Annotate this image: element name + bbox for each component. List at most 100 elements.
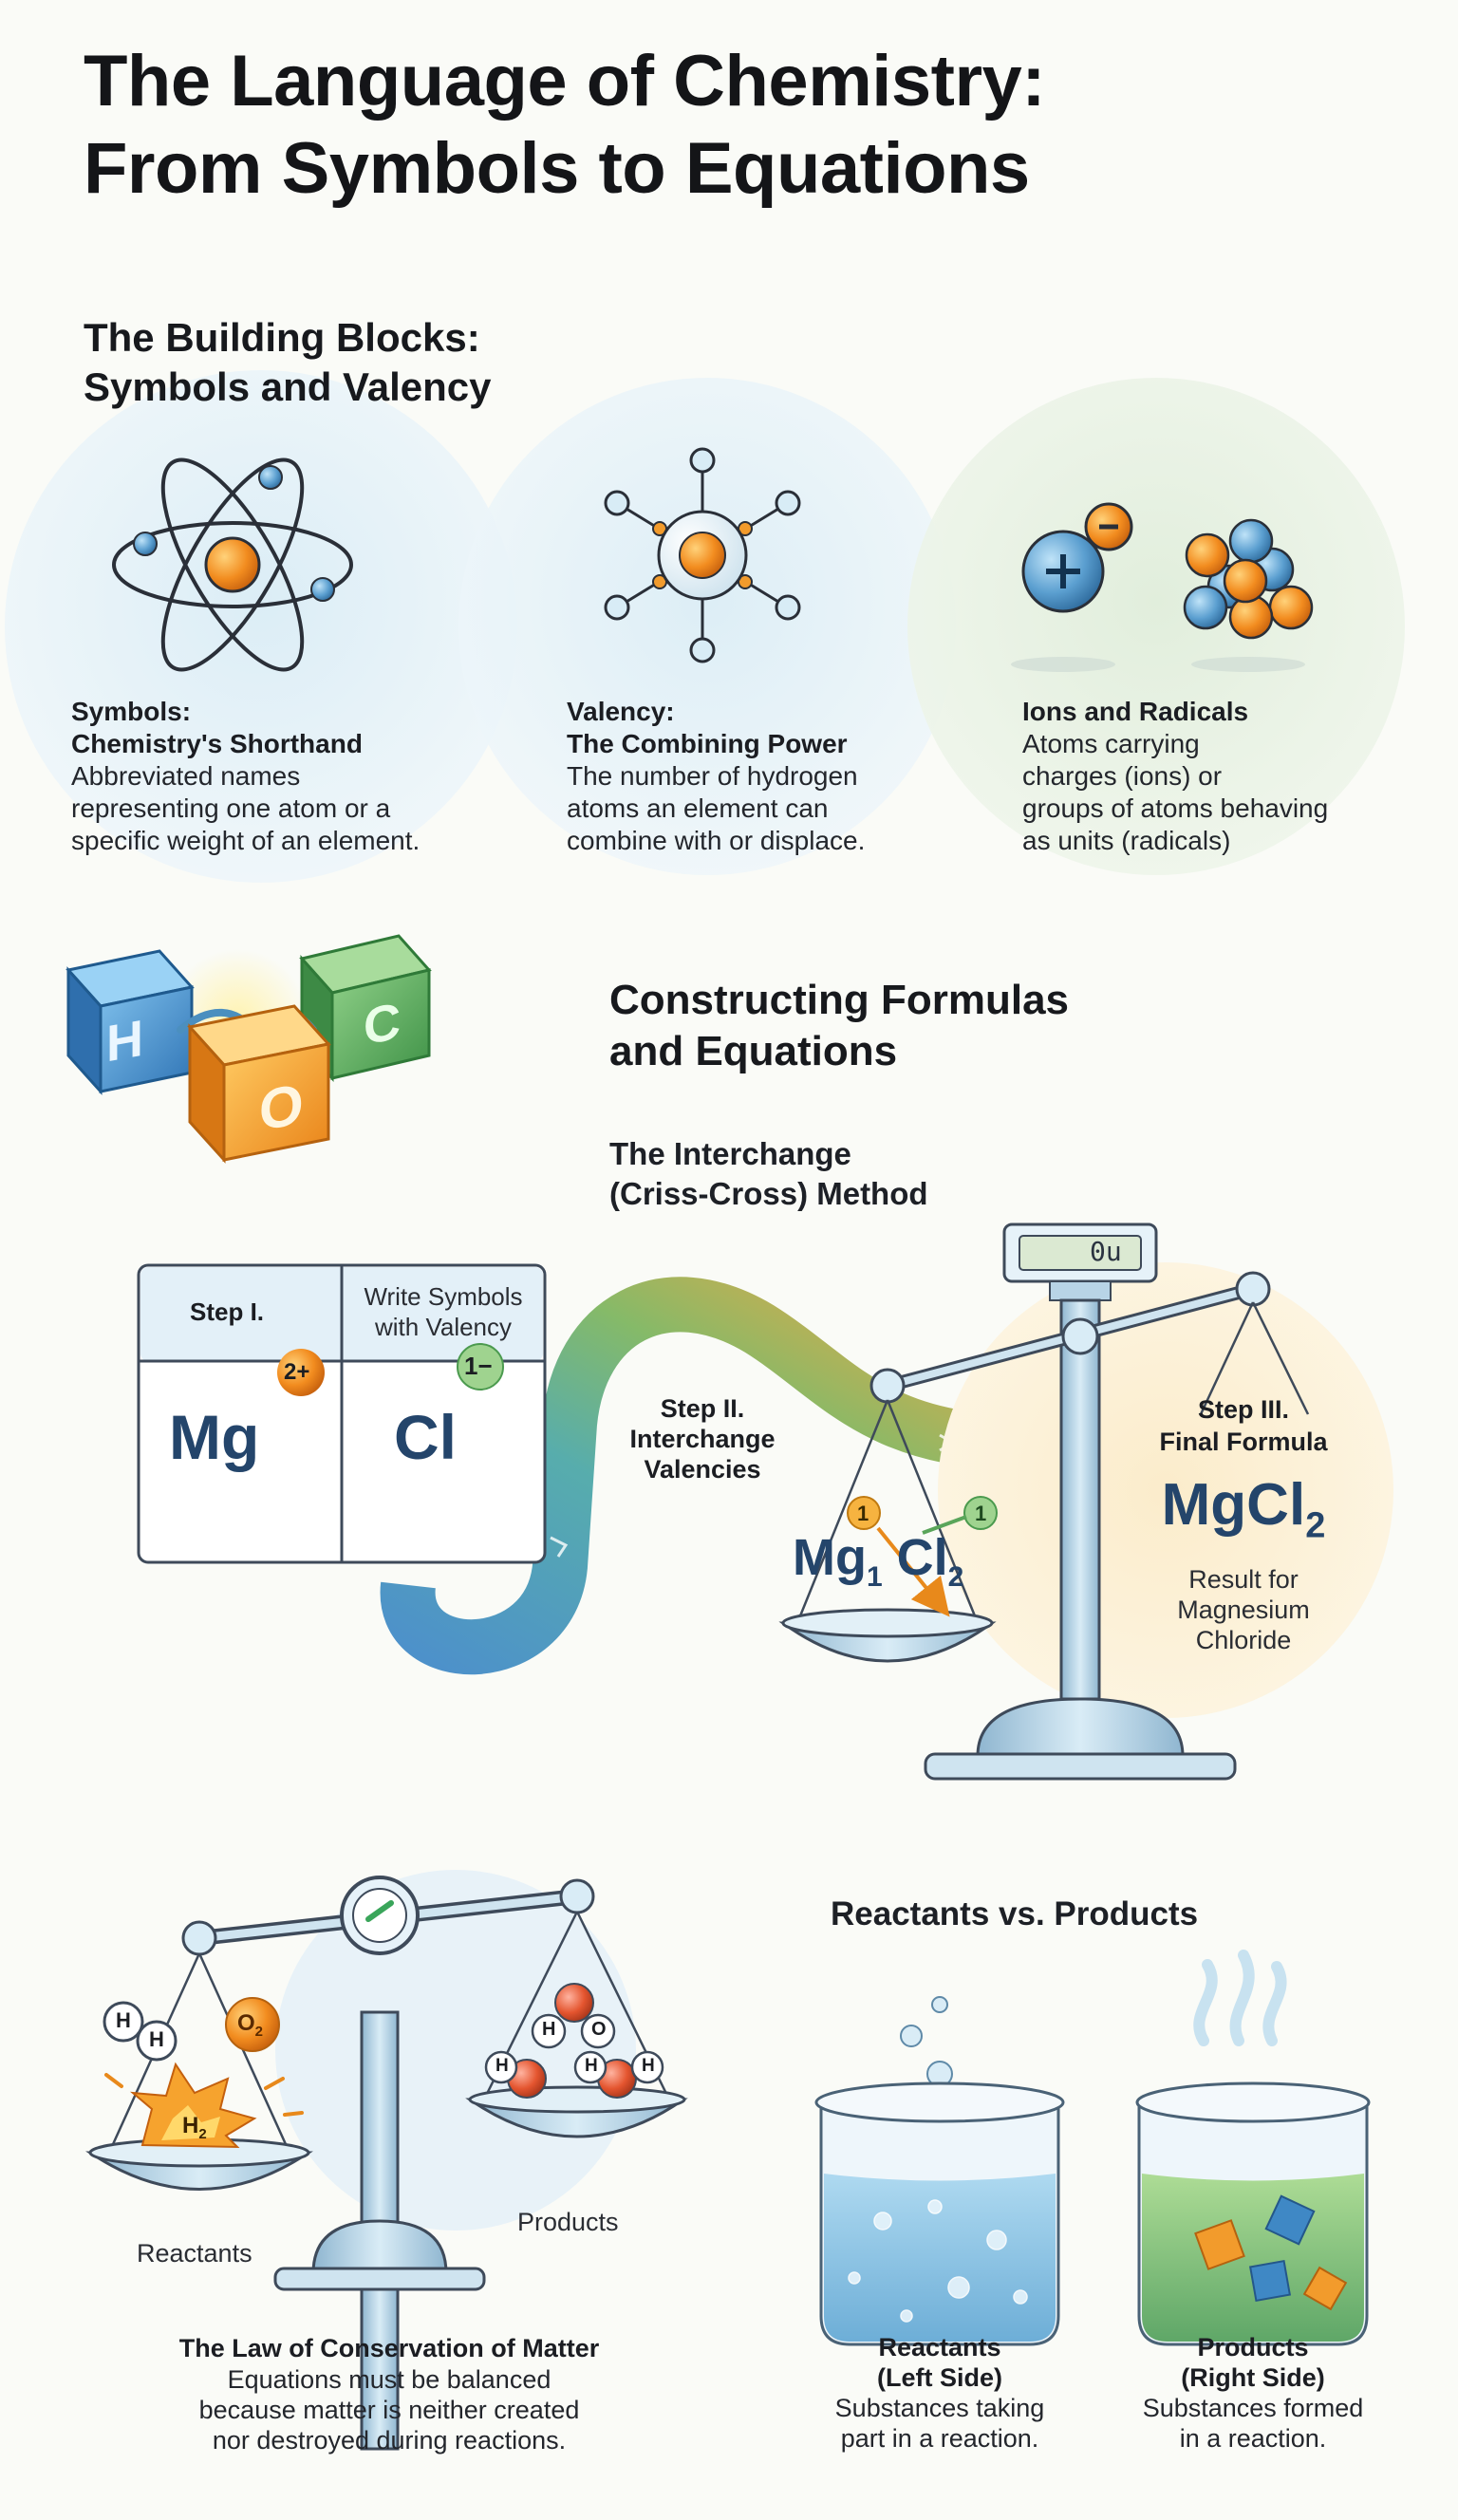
step1-table [137,1263,547,1564]
page-title-line1: The Language of Chemistry: [84,41,1046,121]
ions-card-text-line4: as units (radicals) [1022,826,1231,855]
building-blocks-heading: The Building Blocks: Symbols and Valency [84,313,492,412]
scale-display-readout: 0u [1090,1236,1122,1267]
ions-card-text-line1: Atoms carrying [1022,729,1200,758]
molecule-label-o2: O2 [237,2010,263,2040]
ions-card-text-line2: charges (ions) or [1022,761,1223,791]
conservation-law-title: The Law of Conservation of Matter [178,2334,600,2362]
block-c-label: C [364,992,401,1056]
valency-card-text-line2: atoms an element can [567,793,829,823]
step2-line3: Valencies [644,1455,761,1484]
pan-badge-cl: 1 [975,1502,987,1525]
balance-scale-conservation [85,1876,688,2451]
page-title-line2: From Symbols to Equations [84,128,1030,209]
final-formula-caption-line1: Result for [1188,1565,1299,1594]
step3-line1: Step III. [1197,1395,1290,1424]
atom-icon [112,457,353,672]
reactants-caption-title2: (Left Side) [877,2363,1002,2392]
final-formula: MgCl2 [1120,1471,1367,1546]
reactants-products-heading: Reactants vs. Products [831,1895,1199,1932]
block-o [187,1004,331,1164]
step2-line2: Interchange [629,1425,776,1453]
ions-icon [1011,502,1314,672]
interchange-method-line1: The Interchange [609,1136,851,1171]
step3-background [938,1262,1393,1718]
molecule-label-h-left-1: H [116,2008,131,2032]
building-blocks-heading-line1: The Building Blocks: [84,315,480,360]
molecule-label-h-right-4: H [642,2056,655,2076]
molecule-label-o2-subscript: 2 [254,2023,264,2040]
final-formula-caption-line3: Chloride [1195,1626,1292,1654]
step1-charge-cl: 1− [464,1352,493,1380]
valency-card-text-line3: combine with or displace. [567,826,866,855]
constructing-heading: Constructing Formulas and Equations [609,975,1069,1077]
final-formula-subscript: 2 [1305,1505,1326,1546]
building-blocks-heading-line2: Symbols and Valency [84,364,492,409]
final-formula-caption: Result for Magnesium Chloride [1120,1564,1367,1655]
molecule-label-h2-subscript: 2 [198,2125,207,2142]
valency-card: Valency: The Combining Power The number … [567,696,946,857]
products-caption: Products (Right Side) Substances formed … [1087,2332,1419,2454]
element-blocks-illustration [65,934,432,1164]
symbols-card-background [5,370,517,883]
conservation-law-line2: because matter is neither created [198,2396,580,2424]
conservation-law-line1: Equations must be balanced [227,2365,551,2394]
step1-description-line1: Write Symbols [364,1282,523,1311]
final-formula-main: MgCl [1161,1472,1306,1538]
products-caption-title2: (Right Side) [1181,2363,1325,2392]
reactants-beaker-icon [814,1996,1065,2346]
products-caption-line1: Substances formed [1142,2394,1364,2422]
ions-card-text-line3: groups of atoms behaving [1022,793,1329,823]
step1-label: Step I. [190,1297,265,1326]
interchange-method-heading: The Interchange (Criss-Cross) Method [609,1134,928,1214]
pan-formula-cl: Cl [896,1529,948,1586]
page-title: The Language of Chemistry: From Symbols … [84,38,1046,213]
symbols-card-text-line2: representing one atom or a [71,793,391,823]
step1-description: Write Symbols with Valency [342,1281,545,1342]
block-h [65,949,195,1095]
block-h-label: H [106,1009,143,1073]
step1-description-line2: with Valency [374,1313,513,1341]
pan-formula-cl-subscript: 2 [947,1560,964,1593]
valency-card-title-line2: The Combining Power [567,729,848,758]
symbols-card-text-line1: Abbreviated names [71,761,301,791]
molecule-label-o2-symbol: O [237,2010,255,2036]
constructing-heading-line2: and Equations [609,1028,898,1074]
pan-formula-mg-subscript: 1 [866,1560,883,1593]
step1-symbol-cl: Cl [394,1402,457,1472]
reactants-caption-line1: Substances taking [834,2394,1045,2422]
step1-symbol-mg: Mg [169,1402,260,1472]
products-caption-title1: Products [1197,2333,1309,2361]
constructing-heading-line1: Constructing Formulas [609,977,1070,1023]
interchange-method-line2: (Criss-Cross) Method [609,1176,928,1211]
molecule-label-h-right-2: H [495,2056,509,2076]
molecule-icon [604,447,801,663]
reactants-pan-label: Reactants [137,2239,252,2268]
final-formula-caption-line2: Magnesium [1177,1596,1310,1624]
ions-card-background [907,378,1405,875]
step2-label: Step II. Interchange Valencies [608,1393,797,1484]
reactants-caption-title1: Reactants [878,2333,1001,2361]
molecule-label-h2-symbol: H [182,2113,199,2138]
molecule-label-o-right: O [591,2019,607,2040]
products-beaker-icon [1135,1950,1371,2346]
step2-line1: Step II. [660,1394,745,1423]
molecule-label-h-left-2: H [149,2027,164,2051]
step3-label: Step III. Final Formula [1120,1393,1367,1458]
symbols-card: Symbols: Chemistry's Shorthand Abbreviat… [71,696,479,857]
molecule-label-h-right-3: H [585,2056,598,2076]
valency-card-text-line1: The number of hydrogen [567,761,858,791]
molecule-label-h-right-1: H [542,2019,556,2040]
conservation-law-line3: nor destroyed during reactions. [212,2426,567,2455]
reaction-burst-icon [129,2062,257,2149]
balance-scale-interchange [778,1223,1310,1781]
reactants-caption-line2: part in a reaction. [840,2424,1039,2453]
block-o-label: O [259,1071,304,1144]
pan-formula: Mg1 Cl2 [793,1528,963,1594]
step1-charge-mg: 2+ [284,1359,310,1385]
step3-line2: Final Formula [1159,1428,1328,1456]
symbols-card-title-line1: Symbols: [71,697,192,726]
valency-card-background [458,378,956,875]
symbols-card-text-line3: specific weight of an element. [71,826,421,855]
